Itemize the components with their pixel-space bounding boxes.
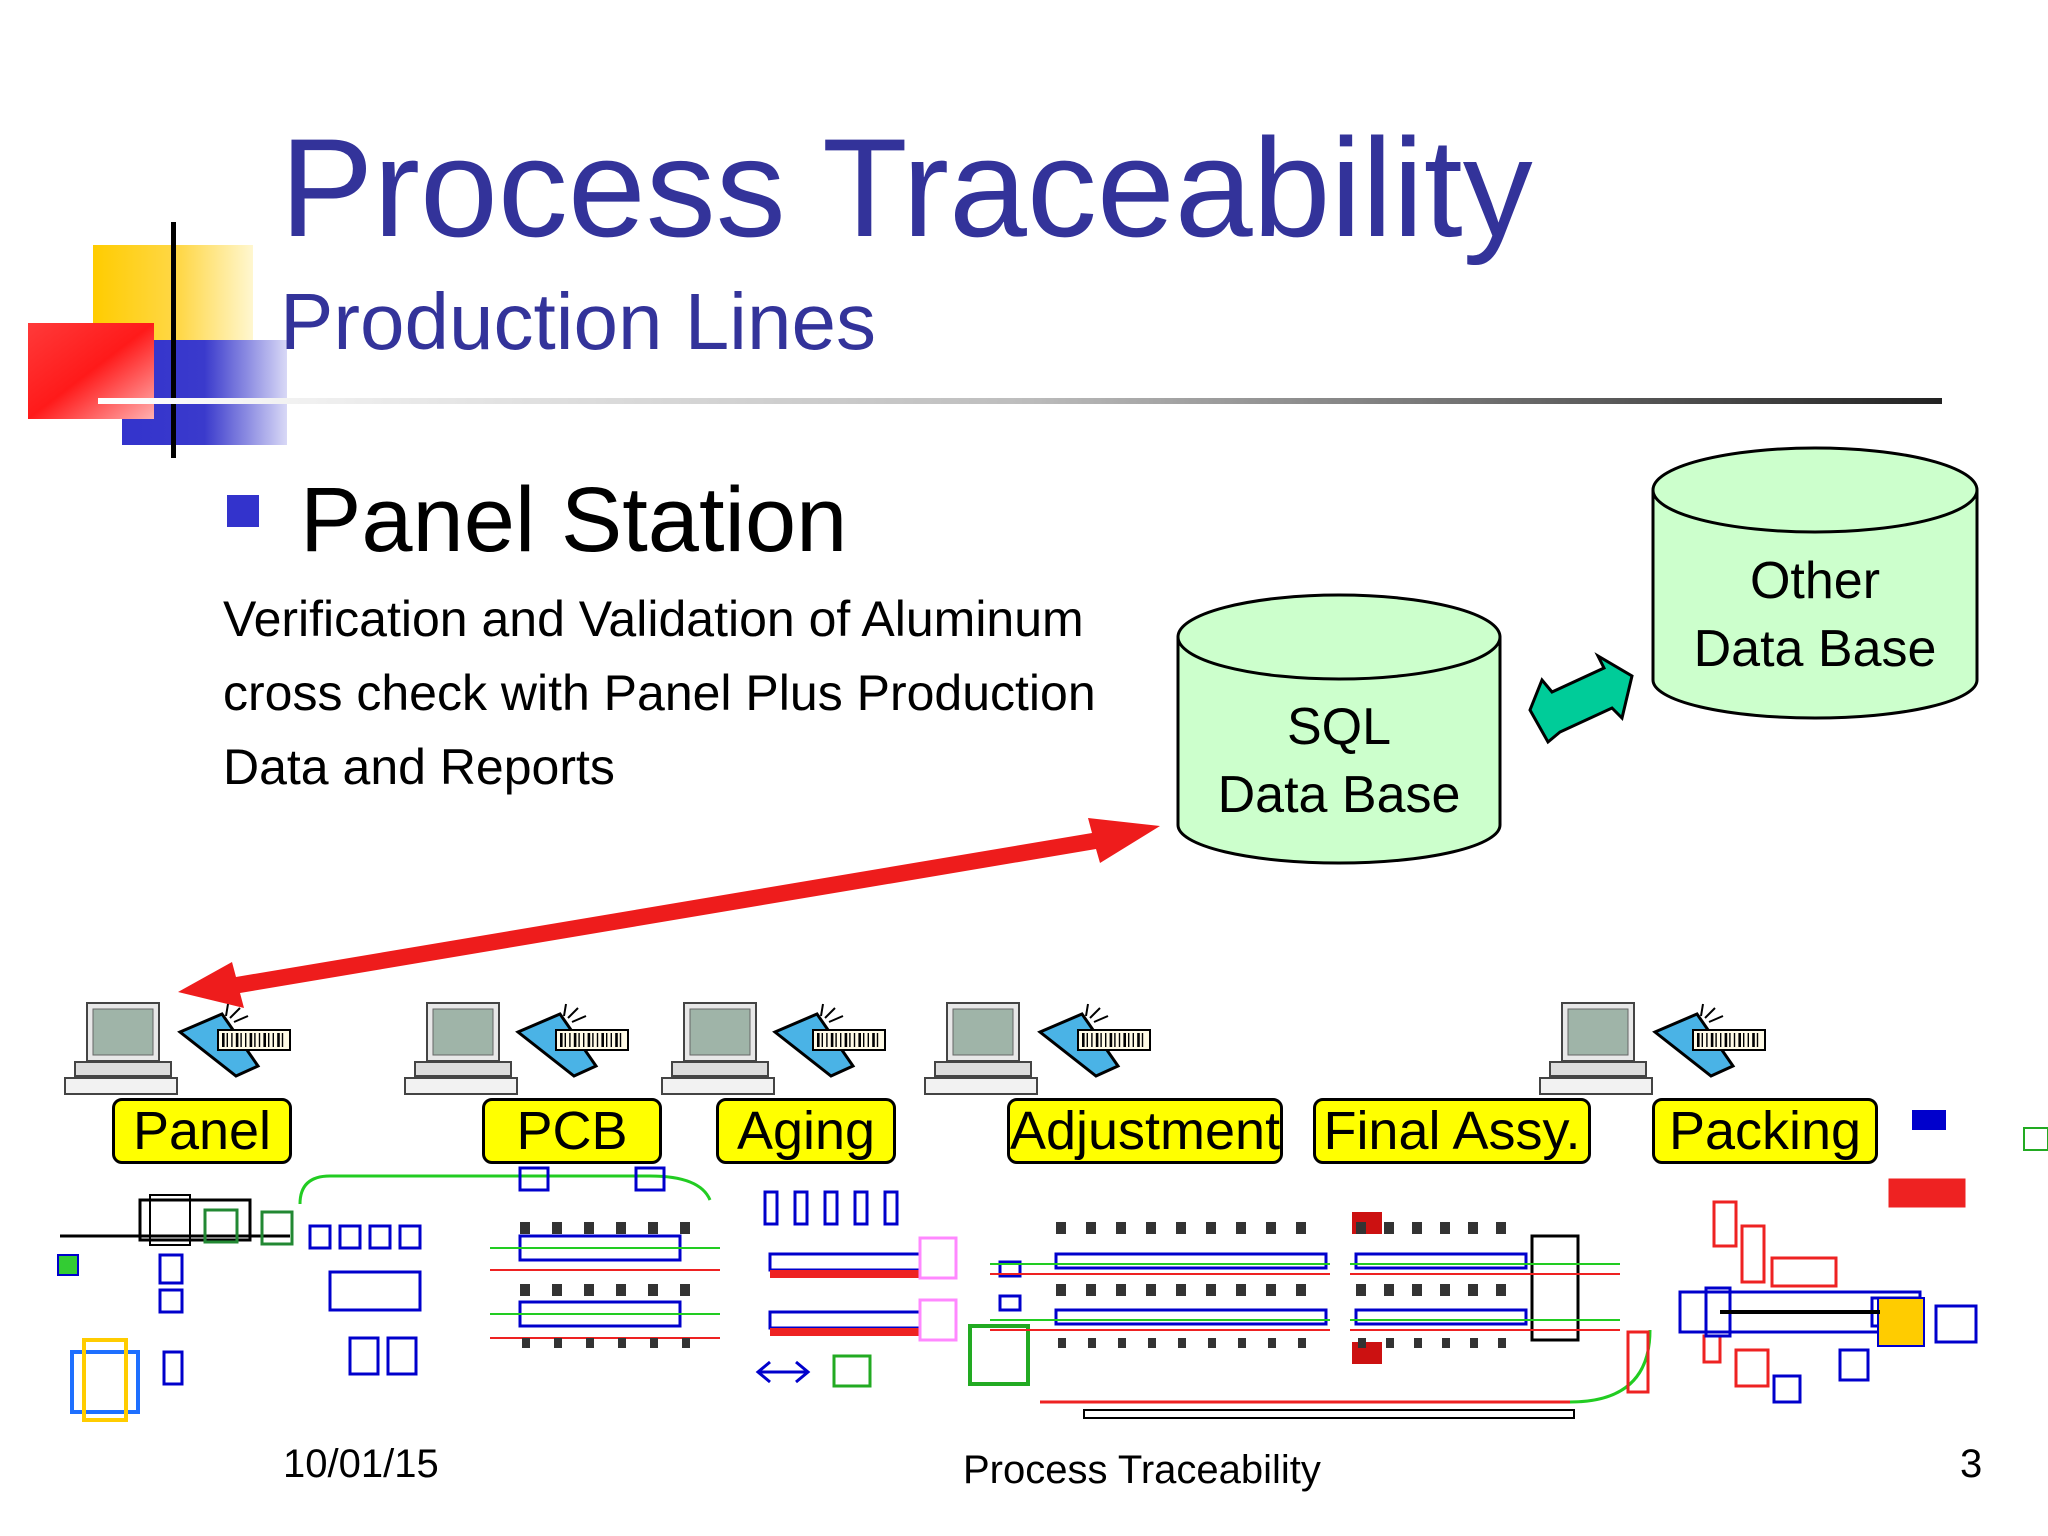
station-adjustment: Adjustment: [1007, 1098, 1283, 1164]
station-panel: Panel: [112, 1098, 292, 1164]
barcode-scanner-icon: [177, 1003, 291, 1078]
production-line-schematic: [57, 1110, 2048, 1422]
computer-icon: [404, 1002, 518, 1095]
barcode-scanner-icon: [1037, 1003, 1151, 1078]
barcode-scanner-icon: [515, 1003, 629, 1078]
station-packing: Packing: [1652, 1098, 1878, 1164]
bullet-panel-station: Panel Station: [300, 469, 848, 571]
page-title: Process Traceability: [280, 109, 1533, 266]
vertical-rule: [171, 222, 176, 458]
red-double-arrow: [178, 818, 1160, 1008]
station-aging: Aging: [716, 1098, 896, 1164]
teal-double-arrow: [1528, 652, 1634, 745]
sql-database-line1: SQL: [1286, 698, 1392, 756]
station-final-assy: Final Assy.: [1313, 1098, 1591, 1164]
page-subtitle: Production Lines: [280, 277, 876, 366]
other-database-line2: Data Base: [1693, 619, 1937, 678]
other-database-label: Other Data Base: [1653, 548, 1977, 683]
sql-database-label: SQL Data Base: [1178, 694, 1500, 829]
sql-database-cylinder: [1176, 593, 1502, 865]
other-database-cylinder: [1651, 446, 1979, 720]
computer-icon: [1539, 1002, 1653, 1095]
other-database-line1: Other: [1749, 552, 1881, 610]
barcode-scanner-icon: [772, 1003, 886, 1078]
computer-icon: [661, 1002, 775, 1095]
description-line-1: Verification and Validation of Aluminum: [223, 591, 1084, 647]
computer-icon: [924, 1002, 1038, 1095]
station-pcb: PCB: [482, 1098, 662, 1164]
page-number: 3: [1960, 1442, 1983, 1486]
description-line-2: cross check with Panel Plus Production: [223, 665, 1096, 721]
barcode-scanner-icon: [1652, 1003, 1766, 1078]
bullet-square: [227, 495, 259, 527]
computer-icon: [64, 1002, 178, 1095]
horizontal-rule: [98, 398, 1942, 404]
sql-database-line2: Data Base: [1217, 765, 1461, 824]
description-line-3: Data and Reports: [223, 739, 615, 795]
footer-title: Process Traceability: [963, 1448, 1321, 1492]
footer-date: 10/01/15: [283, 1442, 439, 1486]
